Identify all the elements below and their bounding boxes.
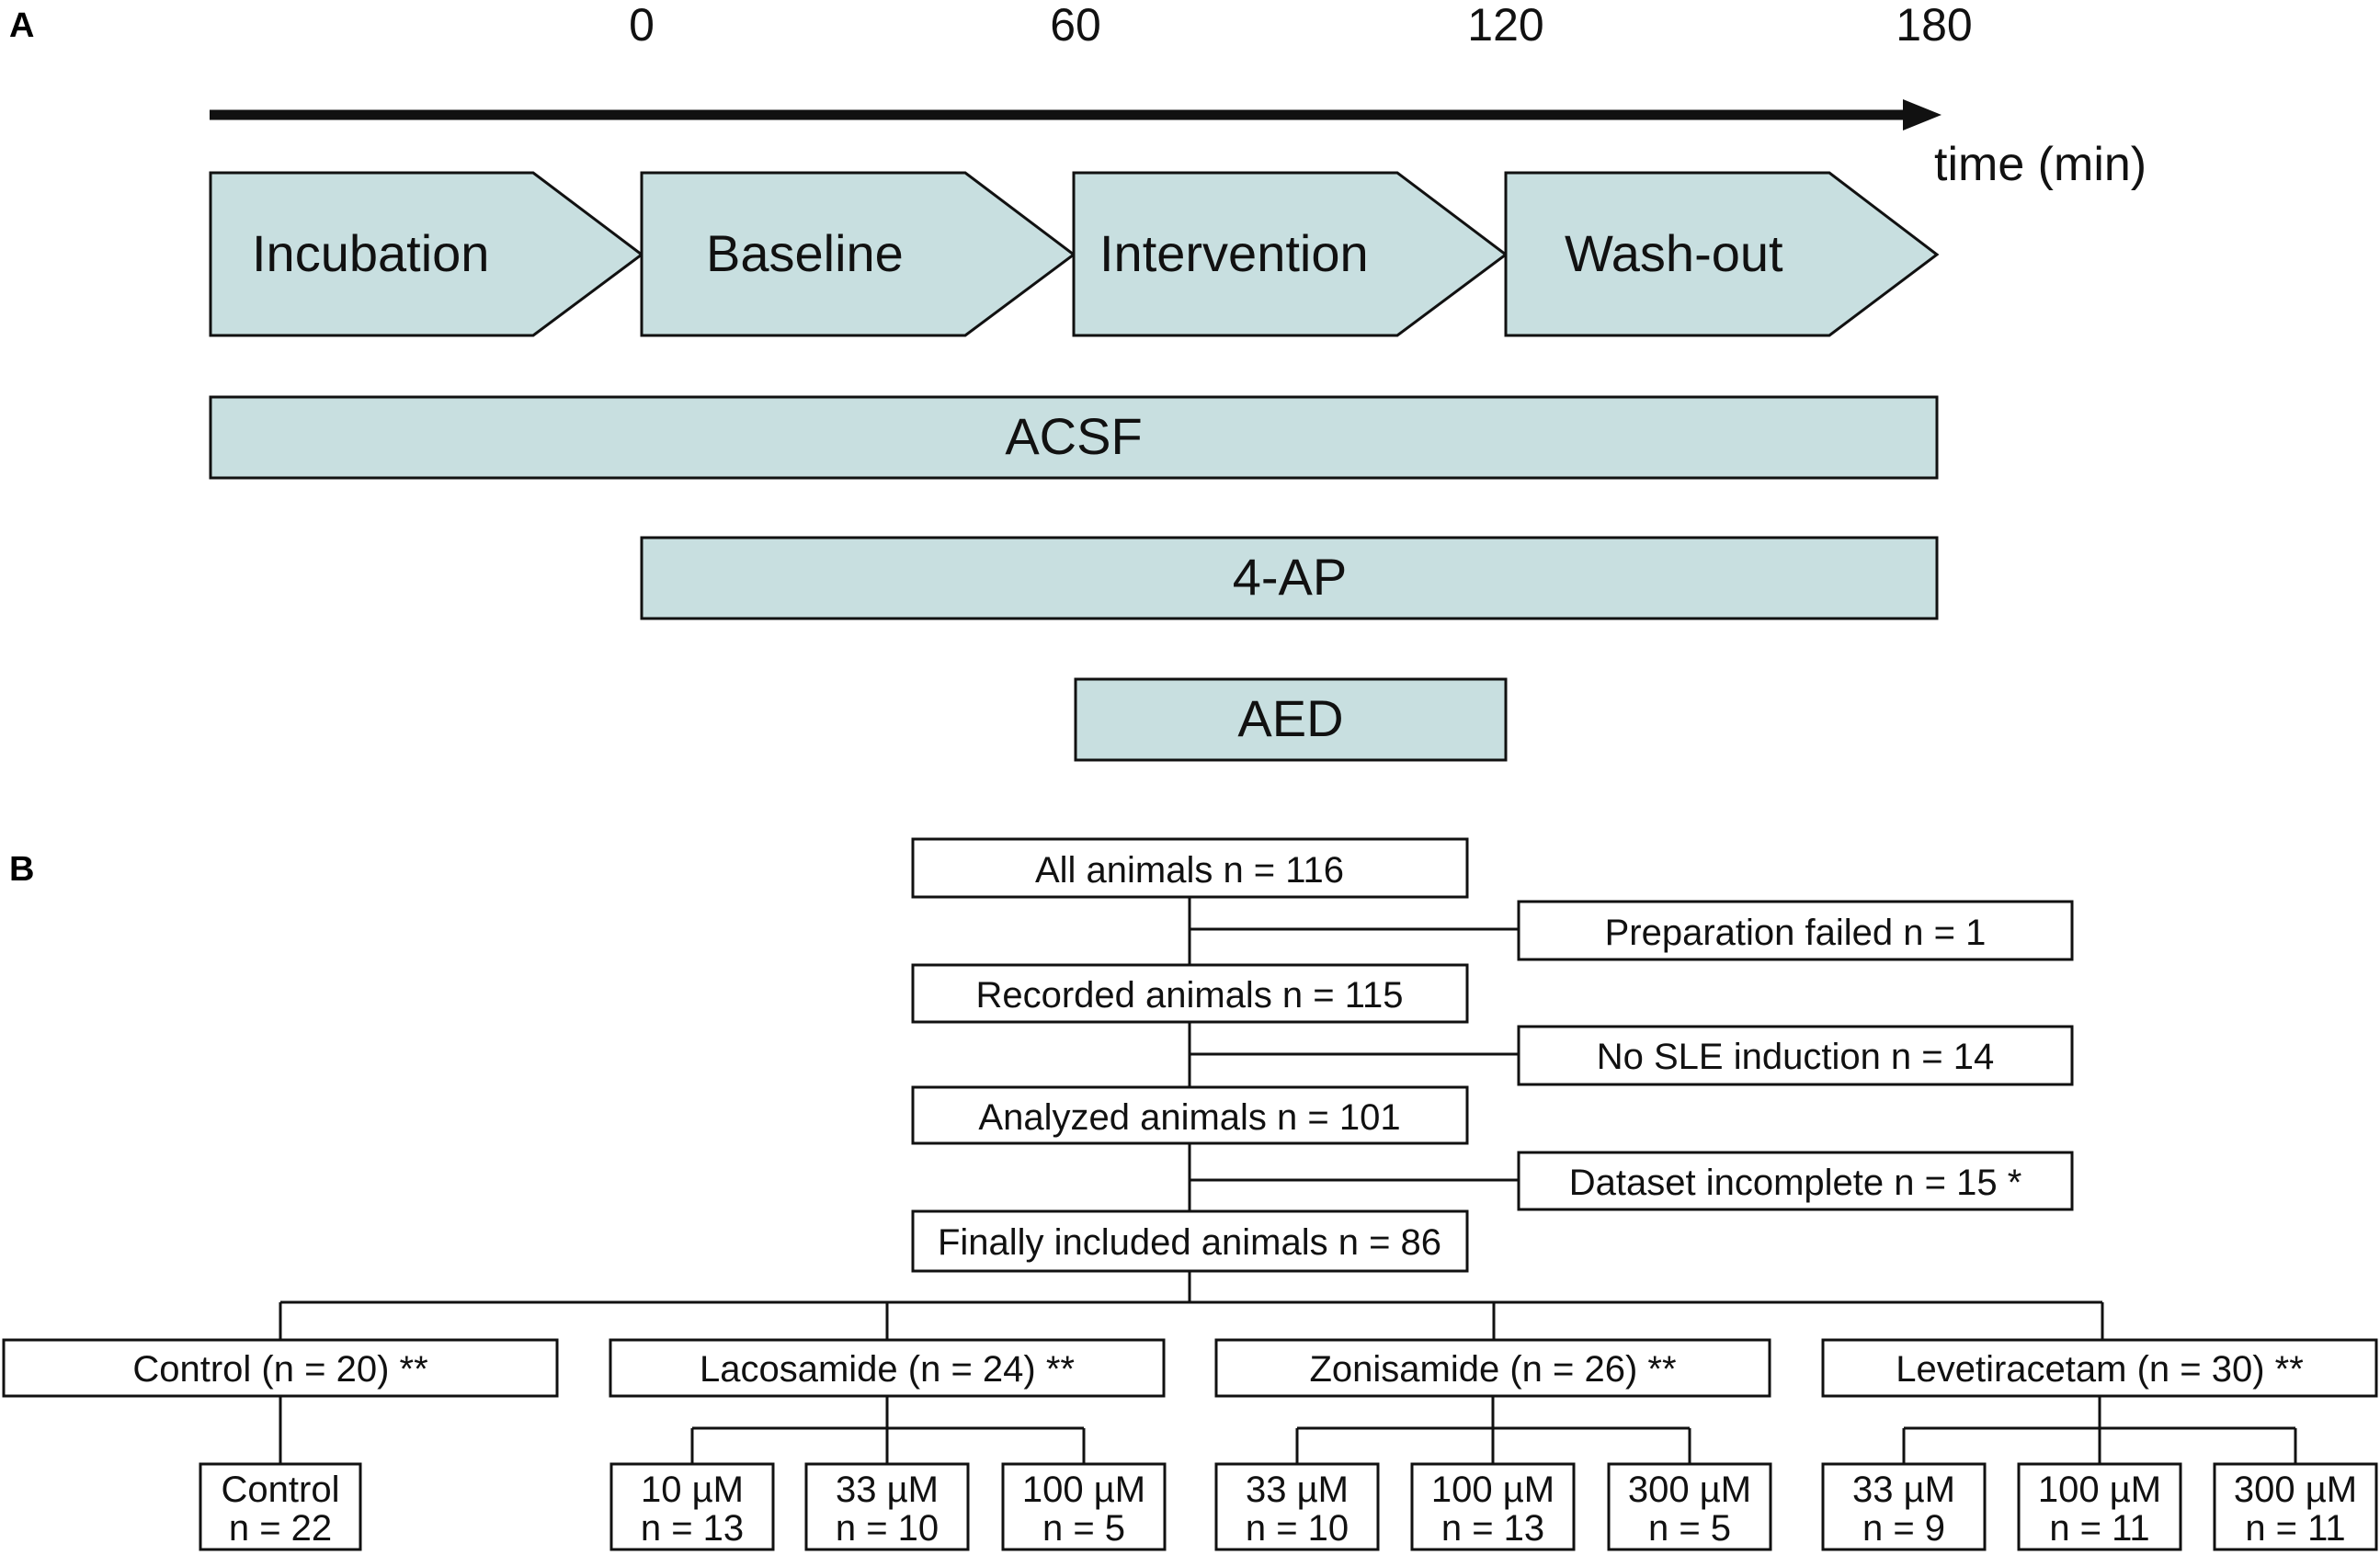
phase-intervention-label: Intervention <box>1099 224 1369 282</box>
panel-a-label: A <box>9 6 34 45</box>
subgroup-zonisamide-33-line1: 33 µM <box>1246 1470 1349 1510</box>
subgroup-zonisamide-100-line1: 100 µM <box>1431 1470 1554 1510</box>
subgroup-levetiracetam-33-box <box>1821 1462 1987 1551</box>
analyzed-animals-text: Analyzed animals n = 101 <box>978 1097 1400 1138</box>
tick-label-60: 60 <box>1050 0 1101 51</box>
all-animals-text: All animals n = 116 <box>1035 850 1344 891</box>
subgroup-zonisamide-300-line2: n = 5 <box>1648 1508 1731 1549</box>
preparation-failed-text: Preparation failed n = 1 <box>1605 913 1987 953</box>
dataset-incomplete-box <box>1517 1151 2074 1211</box>
finally-included-box <box>911 1209 1469 1273</box>
subgroup-zonisamide-100-line2: n = 13 <box>1441 1508 1544 1549</box>
phase-baseline-label: Baseline <box>706 224 904 282</box>
phase-intervention <box>1072 171 1509 337</box>
no-sle-induction-box <box>1517 1025 2074 1086</box>
subgroup-connectors <box>279 1396 2297 1464</box>
subgroup-levetiracetam-300-line2: n = 11 <box>2245 1508 2345 1549</box>
subgroup-lacosamide-33-box <box>804 1462 970 1551</box>
tick-label-0: 0 <box>629 0 655 51</box>
recorded-animals-text: Recorded animals n = 115 <box>975 975 1403 1016</box>
flow-connectors <box>279 897 2104 1340</box>
acsf-bar <box>209 395 1939 480</box>
subgroup-zonisamide-300-box <box>1607 1462 1772 1551</box>
subgroup-control-line2: n = 22 <box>229 1508 332 1549</box>
subgroup-zonisamide-300-line1: 300 µM <box>1628 1470 1751 1510</box>
subgroup-lacosamide-10-line1: 10 µM <box>641 1470 744 1510</box>
all-animals-box <box>911 837 1469 899</box>
subgroup-lacosamide-100-line2: n = 5 <box>1042 1508 1125 1549</box>
tick-label-120: 120 <box>1467 0 1543 51</box>
time-axis-label: time (min) <box>1934 138 2147 191</box>
group-lacosamide-box <box>609 1338 1166 1398</box>
dataset-incomplete-text: Dataset incomplete n = 15 * <box>1569 1163 2022 1203</box>
four-ap-bar <box>640 536 1939 620</box>
subgroup-lacosamide-10-line2: n = 13 <box>641 1508 744 1549</box>
group-levetiracetam-text: Levetiracetam (n = 30) ** <box>1896 1349 2304 1390</box>
subgroup-control-box <box>199 1462 362 1551</box>
subgroup-lacosamide-100-box <box>1001 1462 1167 1551</box>
subgroup-levetiracetam-100-box <box>2017 1462 2182 1551</box>
subgroup-control-line1: Control <box>222 1470 340 1510</box>
subgroup-zonisamide-100-box <box>1410 1462 1576 1551</box>
subgroup-levetiracetam-300-box <box>2213 1462 2378 1551</box>
recorded-animals-box <box>911 963 1469 1024</box>
subgroup-lacosamide-10-box <box>609 1462 775 1551</box>
subgroup-levetiracetam-100-line2: n = 11 <box>2049 1508 2149 1549</box>
preparation-failed-box <box>1517 900 2074 961</box>
phase-wash-out-label: Wash-out <box>1565 224 1783 282</box>
subgroup-levetiracetam-100-line1: 100 µM <box>2038 1470 2161 1510</box>
phase-incubation <box>209 171 644 337</box>
time-arrow <box>210 99 1942 131</box>
phase-wash-out <box>1504 171 1940 337</box>
panel-b-label: B <box>9 850 34 889</box>
subgroup-levetiracetam-300-line1: 300 µM <box>2234 1470 2357 1510</box>
analyzed-animals-box <box>911 1085 1469 1145</box>
aed-bar-label: AED <box>1237 689 1343 747</box>
no-sle-induction-text: No SLE induction n = 14 <box>1597 1037 1995 1077</box>
tick-label-180: 180 <box>1896 0 1972 51</box>
finally-included-text: Finally included animals n = 86 <box>938 1222 1441 1263</box>
subgroup-lacosamide-100-line1: 100 µM <box>1022 1470 1145 1510</box>
subgroup-lacosamide-33-line1: 33 µM <box>836 1470 939 1510</box>
acsf-bar-label: ACSF <box>1005 407 1142 465</box>
aed-bar <box>1074 677 1508 762</box>
subgroup-zonisamide-33-box <box>1214 1462 1380 1551</box>
subgroup-levetiracetam-33-line1: 33 µM <box>1852 1470 1955 1510</box>
subgroup-zonisamide-33-line2: n = 10 <box>1246 1508 1349 1549</box>
phase-baseline <box>640 171 1076 337</box>
subgroup-lacosamide-33-line2: n = 10 <box>836 1508 939 1549</box>
group-control-text: Control (n = 20) ** <box>132 1349 427 1390</box>
phase-incubation-label: Incubation <box>252 224 489 282</box>
four-ap-bar-label: 4-AP <box>1233 548 1348 606</box>
group-zonisamide-text: Zonisamide (n = 26) ** <box>1309 1349 1676 1390</box>
subgroup-levetiracetam-33-line2: n = 9 <box>1862 1508 1945 1549</box>
group-zonisamide-box <box>1214 1338 1771 1398</box>
group-lacosamide-text: Lacosamide (n = 24) ** <box>700 1349 1075 1390</box>
